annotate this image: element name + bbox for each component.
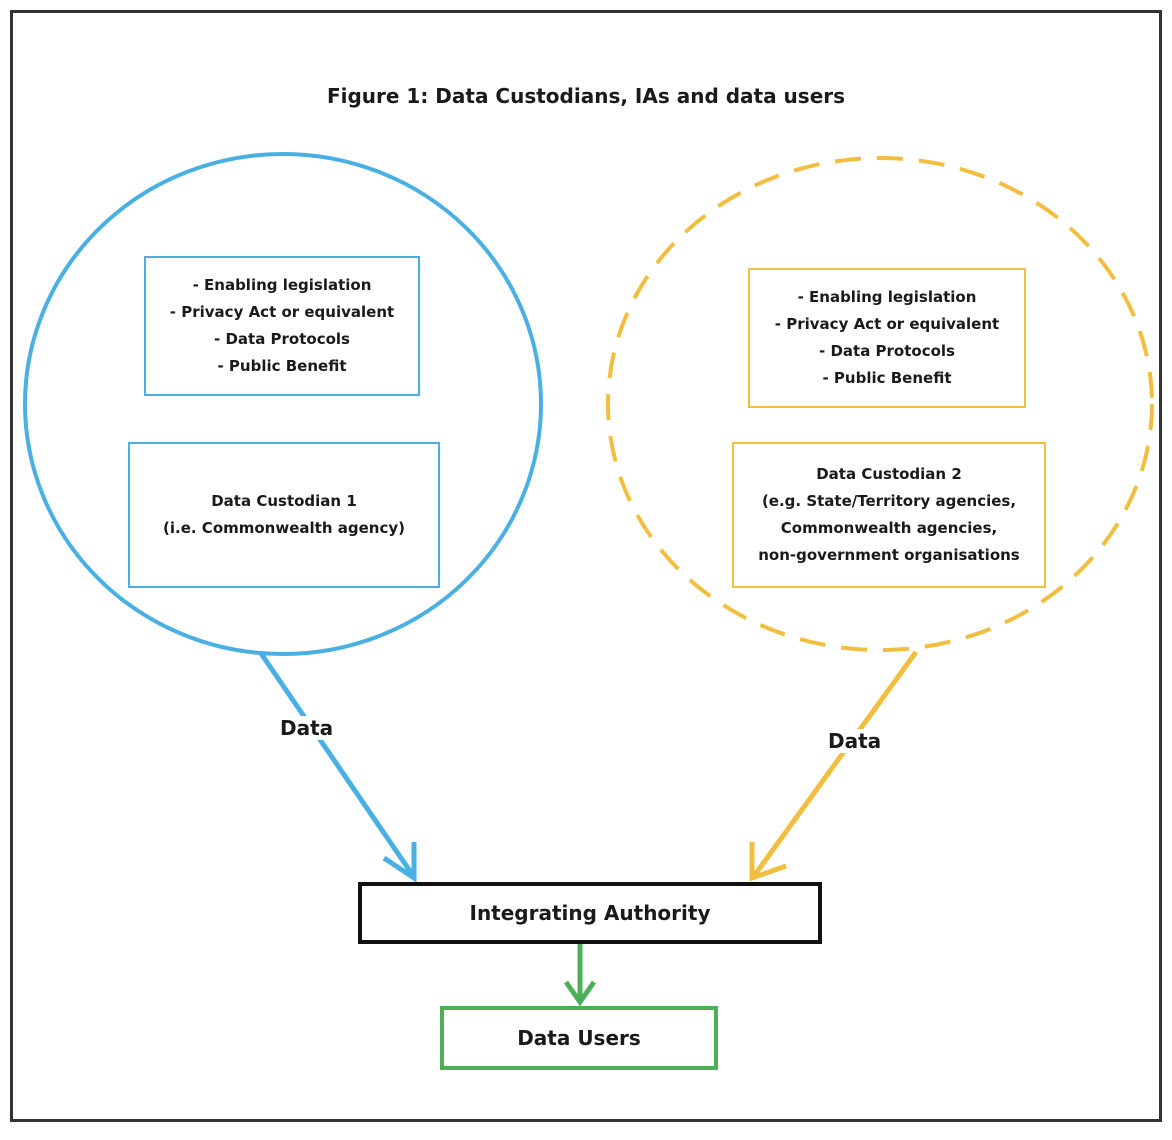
- principle-line: - Public Benefit: [822, 369, 952, 387]
- custodian-2-box: Data Custodian 2 (e.g. State/Territory a…: [732, 442, 1046, 588]
- custodian-name-line: Data Custodian 2: [816, 465, 962, 483]
- custodian-1-arrow-line: [257, 650, 415, 876]
- custodian-2-data-label: Data: [824, 729, 886, 753]
- custodian-2-arrow-head: [749, 842, 787, 882]
- principle-line: - Data Protocols: [214, 330, 350, 348]
- custodian-name-line: Commonwealth agencies,: [780, 519, 998, 537]
- custodian-name-line: non-government organisations: [758, 546, 1020, 564]
- custodian-2-arrow-line: [751, 650, 919, 878]
- principle-line: - Data Protocols: [819, 342, 955, 360]
- principle-line: - Privacy Act or equivalent: [774, 315, 1000, 333]
- custodian-2-circle: [606, 156, 1154, 652]
- figure-frame: [10, 10, 1162, 1122]
- custodian-1-circle: [23, 152, 543, 656]
- custodian-1-data-label: Data: [276, 716, 338, 740]
- principle-line: - Public Benefit: [217, 357, 347, 375]
- principle-line: - Privacy Act or equivalent: [169, 303, 395, 321]
- custodian-1-box: Data Custodian 1 (i.e. Commonwealth agen…: [128, 442, 440, 588]
- custodian-name-line: (e.g. State/Territory agencies,: [761, 492, 1017, 510]
- integrating-authority-box: Integrating Authority: [358, 882, 822, 944]
- custodian-name-line: Data Custodian 1: [211, 492, 357, 510]
- principle-line: - Enabling legislation: [192, 276, 372, 294]
- data-users-box: Data Users: [440, 1006, 718, 1070]
- custodian-1-arrow-head: [382, 842, 417, 883]
- custodian-2-principles-box: - Enabling legislation - Privacy Act or …: [748, 268, 1026, 408]
- principle-line: - Enabling legislation: [797, 288, 977, 306]
- custodian-name-line: (i.e. Commonwealth agency): [163, 519, 405, 537]
- data-users-label: Data Users: [517, 1026, 641, 1050]
- figure-title: Figure 1: Data Custodians, IAs and data …: [326, 84, 846, 108]
- custodian-1-principles-box: - Enabling legislation - Privacy Act or …: [144, 256, 420, 396]
- integrating-authority-label: Integrating Authority: [469, 901, 711, 925]
- data-users-arrow-head: [563, 980, 597, 1007]
